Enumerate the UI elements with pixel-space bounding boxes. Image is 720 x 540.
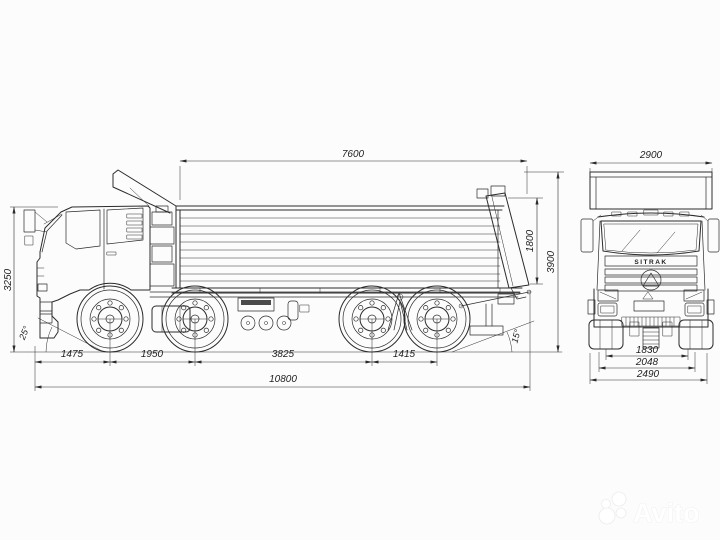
underride-guard <box>469 303 504 336</box>
front-mirror-left <box>580 214 602 253</box>
grille-brand-band <box>604 255 698 267</box>
windshield <box>600 220 702 256</box>
approach-angle <box>37 317 105 353</box>
avito-logo-dot <box>598 507 616 525</box>
dim-overall-height: 3900 <box>546 250 557 273</box>
side-view <box>23 169 563 366</box>
avito-logo-dot <box>611 491 627 507</box>
front-mirror-right <box>700 214 720 253</box>
cab <box>23 205 151 339</box>
avito-watermark: Avito <box>598 491 700 528</box>
air-tanks <box>240 315 292 331</box>
cab-step <box>39 301 53 312</box>
avito-watermark-text: Avito <box>633 498 700 528</box>
front-body-box <box>589 171 713 210</box>
dim-cab-height: 3250 <box>3 268 14 291</box>
dim-mid-width: 2048 <box>635 357 659 368</box>
headlight-left <box>597 289 619 302</box>
tailgate <box>476 185 530 300</box>
dim-axle-3-4: 1415 <box>393 349 416 360</box>
grille-brand-text: SITRAK <box>634 259 667 266</box>
headlight-right <box>683 289 705 302</box>
front-bumper <box>587 288 715 328</box>
battery-box <box>237 297 275 312</box>
front-cab: SITRAK <box>580 209 720 302</box>
dim-tailgate-height: 1800 <box>525 229 536 252</box>
headlight <box>37 283 48 292</box>
dim-approach-angle: 25° <box>17 324 32 342</box>
cab-step <box>39 313 53 324</box>
wipers <box>621 229 676 254</box>
avito-logo-dot <box>601 499 611 509</box>
dim-axle-1-2: 1950 <box>141 349 164 360</box>
avito-logo-dot <box>615 507 627 519</box>
tailgate-linkage <box>460 291 530 307</box>
dim-overall-length: 10800 <box>269 374 297 385</box>
dump-body <box>112 169 532 309</box>
dimension-annotations: 7600 3250 1800 3900 1475 1950 3825 1415 … <box>3 149 713 391</box>
dim-body-length: 7600 <box>342 149 365 160</box>
wheels-side <box>76 285 471 366</box>
body-canopy <box>112 169 177 214</box>
dim-body-width: 2900 <box>639 150 663 161</box>
dim-axle-2-3: 3825 <box>272 349 295 360</box>
grille-slats <box>604 268 698 292</box>
dim-front-overhang: 1475 <box>61 349 84 360</box>
side-mirror <box>23 209 48 246</box>
dim-track-width: 1830 <box>636 345 659 356</box>
dim-departure-angle: 15° <box>510 328 523 344</box>
departure-angle <box>451 320 535 353</box>
brand-logo <box>640 269 662 291</box>
air-intake-stack <box>149 205 175 287</box>
dim-overall-width: 2490 <box>636 369 660 380</box>
license-plate <box>633 300 665 312</box>
front-view: SITRAK <box>580 171 720 350</box>
